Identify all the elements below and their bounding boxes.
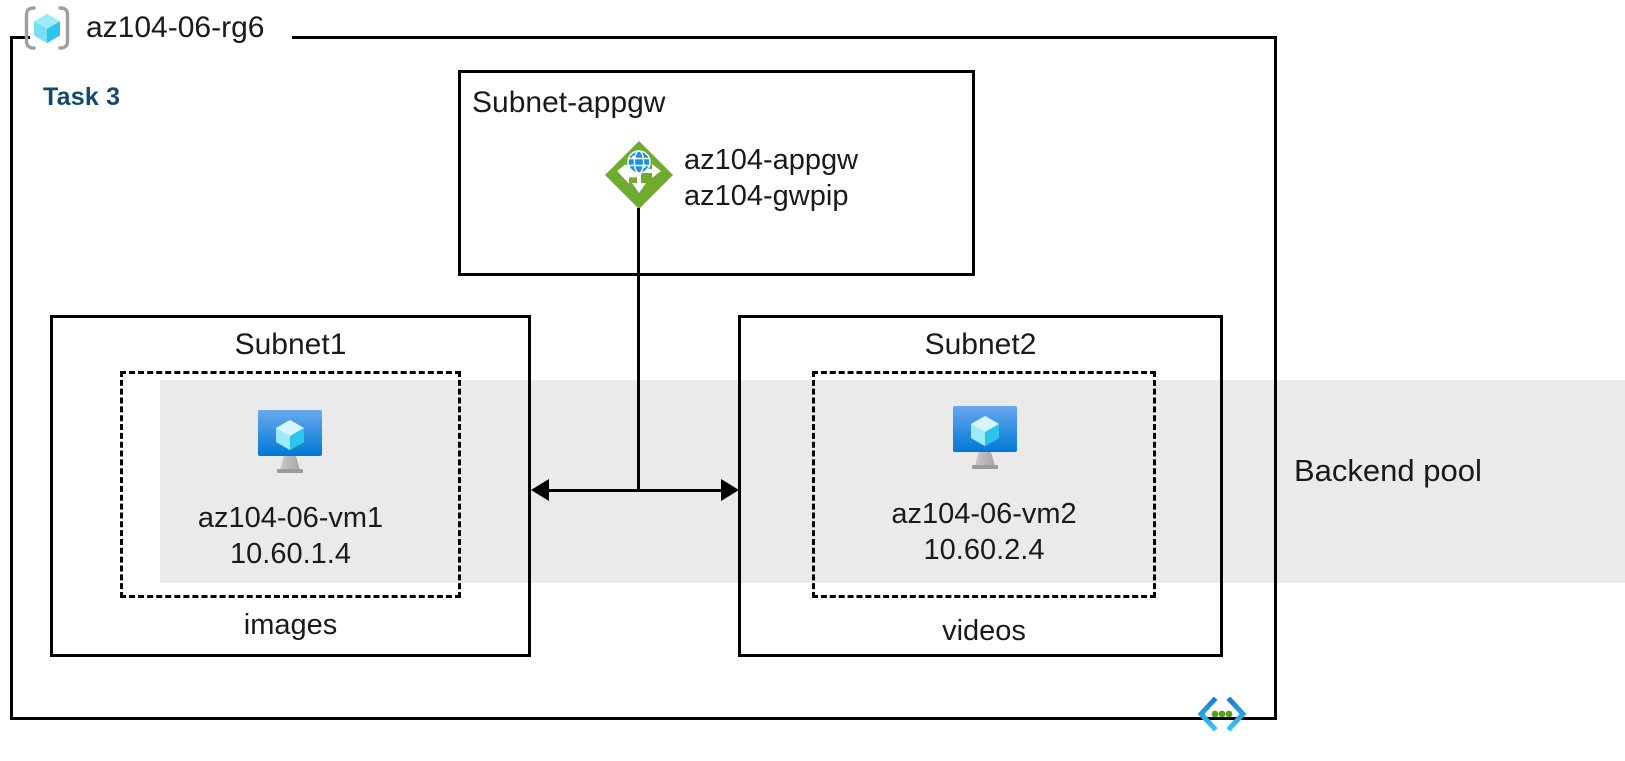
subnet2-vm-labels: az104-06-vm2 10.60.2.4: [812, 496, 1156, 568]
subnet2-footer-label: videos: [942, 615, 1026, 647]
connector-arrowhead-right: [721, 479, 739, 501]
resource-group-border-bottom: [10, 717, 1277, 720]
subnet-appgw-title: Subnet-appgw: [472, 86, 666, 119]
resource-group-border-left: [10, 36, 13, 720]
subnet-connector-horizontal-line: [545, 489, 725, 492]
subnet2-box: [738, 315, 1223, 657]
subnet1-box: [50, 315, 531, 657]
appgw-name: az104-appgw: [684, 144, 859, 176]
resource-group-border-right: [1274, 36, 1277, 720]
resource-group-border-top-right: [292, 36, 1277, 39]
resource-group-name: az104-06-rg6: [86, 11, 265, 44]
subnet1-vm-labels: az104-06-vm1 10.60.1.4: [120, 500, 461, 572]
vm1-name: az104-06-vm1: [197, 502, 384, 534]
vm1-ip: 10.60.1.4: [230, 538, 351, 570]
subnet1-footer-label: images: [243, 609, 338, 641]
appgw-public-ip-name: az104-gwpip: [684, 180, 849, 212]
vm2-name: az104-06-vm2: [891, 498, 1077, 530]
virtual-machine-icon: [254, 408, 326, 474]
connector-arrowhead-left: [531, 479, 549, 501]
resource-group-border-top-left: [10, 36, 30, 39]
vm2-ip: 10.60.2.4: [923, 534, 1045, 566]
subnet2-title: Subnet2: [924, 328, 1037, 361]
subnet1-title: Subnet1: [234, 328, 347, 361]
application-gateway-icon: [603, 139, 675, 211]
task-label: Task 3: [43, 83, 121, 111]
code-brackets-icon: [1196, 696, 1248, 732]
backend-pool-band: [160, 380, 1625, 583]
subnet2-vm-group: [812, 371, 1156, 598]
application-gateway-labels: az104-appgw az104-gwpip: [684, 142, 858, 214]
appgw-connector-vertical-line: [637, 208, 640, 491]
subnet1-vm-group: [120, 371, 461, 598]
resource-group-cube-icon: [24, 6, 70, 50]
backend-pool-label: Backend pool: [1294, 453, 1482, 488]
virtual-machine-icon: [949, 404, 1021, 470]
subnet-appgw-box: [458, 70, 975, 276]
